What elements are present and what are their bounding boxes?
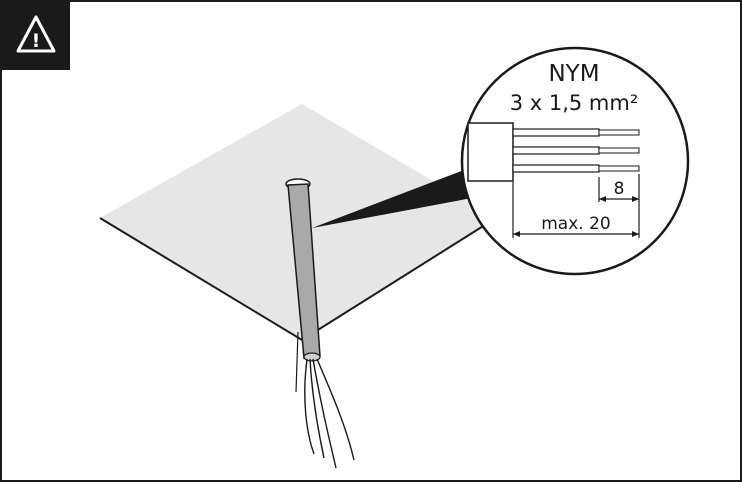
wire-shadow-line <box>295 331 299 393</box>
callout-pointer <box>312 170 472 228</box>
max-length-label: max. 20 <box>541 214 610 234</box>
strip-length-label: 8 <box>614 179 625 199</box>
detail-wire-cores <box>512 128 640 173</box>
warning-badge: ! <box>2 2 70 70</box>
dimension-arrows <box>513 196 639 237</box>
warning-symbol: ! <box>32 30 41 52</box>
cable-end <box>303 352 321 362</box>
detail-magnifier <box>460 46 690 276</box>
cable-cross-section-label: 3 x 1,5 mm² <box>510 91 639 115</box>
detail-cable-sheath <box>467 122 514 182</box>
warning-triangle-icon: ! <box>16 15 56 53</box>
loose-wires <box>304 358 355 469</box>
cable-type-label: NYM <box>548 61 599 87</box>
